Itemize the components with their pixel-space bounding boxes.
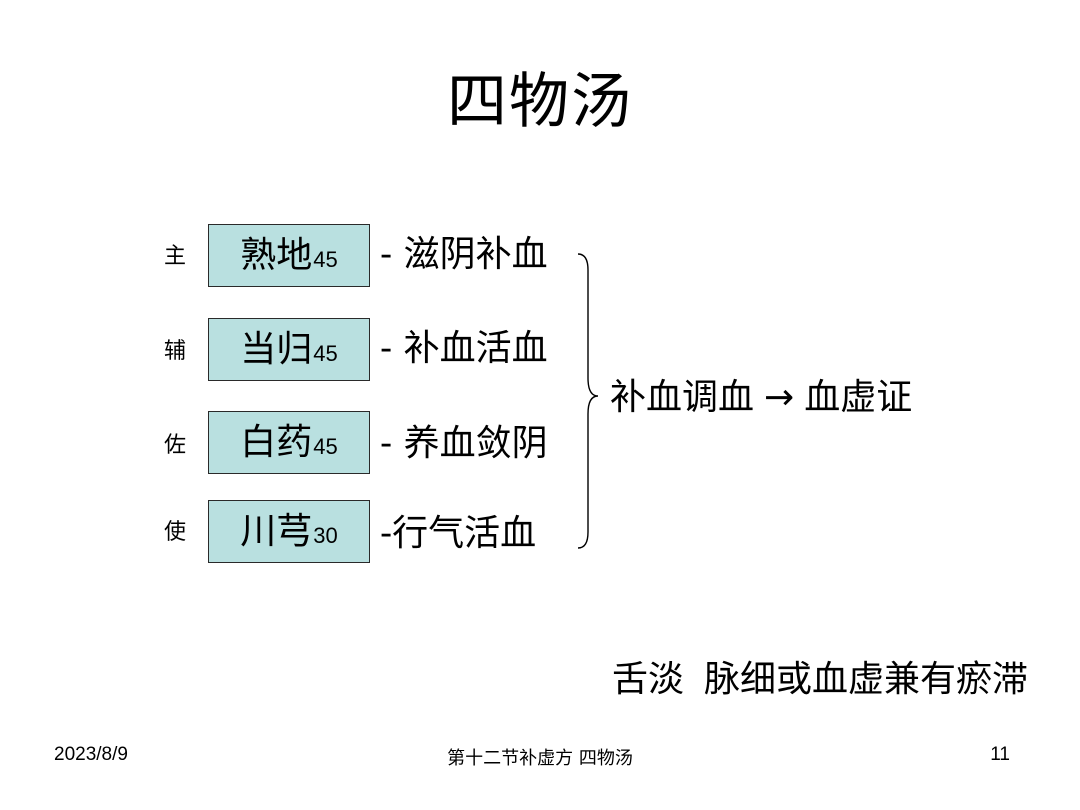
herb-role-label: 使 <box>164 520 187 545</box>
herb-box: 川芎30 <box>208 500 370 563</box>
footer-title: 第十二节补虚方 四物汤 <box>447 748 633 769</box>
tongue-description: 舌淡 <box>611 659 684 700</box>
page-number: 11 <box>990 744 1010 765</box>
summary-effect: 补血调血 <box>610 377 755 418</box>
herb-name: 当归 <box>240 329 313 370</box>
herb-dose: 45 <box>313 434 338 459</box>
herb-box: 白药45 <box>208 411 370 474</box>
herb-name: 川芎 <box>240 511 313 552</box>
herb-function: - 养血敛阴 <box>380 423 548 464</box>
herb-dose: 45 <box>313 247 338 272</box>
herb-box: 熟地45 <box>208 224 370 287</box>
summary-indication: 血虚证 <box>804 377 913 418</box>
right-brace-icon <box>577 253 599 549</box>
treatment-summary: 补血调血→血虚证 <box>610 374 912 422</box>
herb-dose: 30 <box>313 523 338 548</box>
pulse-description: 脉细或血虚兼有瘀滞 <box>703 659 1028 700</box>
herb-function: - 补血活血 <box>380 328 548 369</box>
herb-role-label: 主 <box>164 244 187 269</box>
herb-name: 白药 <box>240 422 313 463</box>
herb-function: - 滋阴补血 <box>380 234 548 275</box>
slide-title: 四物汤 <box>447 67 633 137</box>
herb-role-label: 辅 <box>164 339 187 364</box>
herb-name: 熟地 <box>240 235 313 276</box>
herb-role-label: 佐 <box>164 433 187 458</box>
tongue-pulse-line: 舌淡脉细或血虚兼有瘀滞 <box>612 656 1028 704</box>
herb-function: -行气活血 <box>380 513 537 554</box>
herb-dose: 45 <box>313 341 338 366</box>
herb-box: 当归45 <box>208 318 370 381</box>
footer-date: 2023/8/9 <box>54 744 128 765</box>
right-arrow-icon: → <box>764 377 795 418</box>
